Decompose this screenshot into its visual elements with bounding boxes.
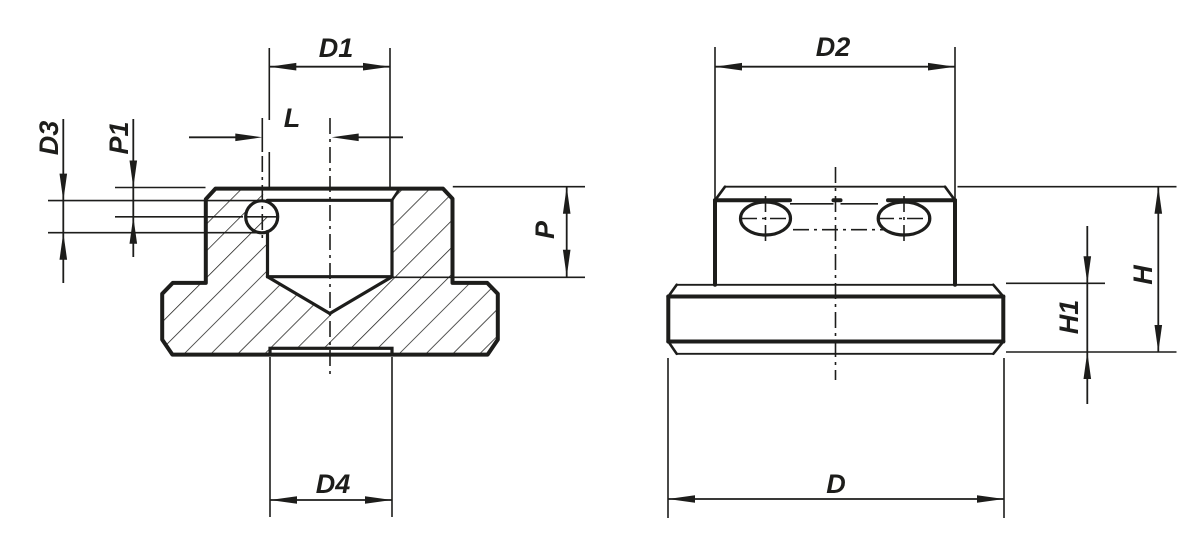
dim-label-d3: D3	[34, 121, 64, 156]
side-dimensions: D2 H H1 D	[668, 32, 1163, 503]
thread-bore-cutout	[259, 188, 400, 314]
section-body-outline	[160, 186, 500, 357]
thread-chamfer-right	[390, 187, 401, 202]
cross-hole-section	[244, 199, 280, 235]
dim-label-l: L	[284, 103, 301, 133]
dim-label-h1: H1	[1054, 300, 1084, 335]
bottom-recess-cutout	[270, 348, 392, 355]
dim-label-d1: D1	[319, 33, 354, 63]
side-view: D2 H H1 D	[666, 32, 1177, 518]
countersink-left	[265, 275, 332, 316]
dim-label-d: D	[826, 469, 846, 499]
dim-label-p: P	[530, 220, 560, 239]
bottom-recess	[268, 346, 394, 357]
dim-label-h: H	[1128, 265, 1158, 285]
section-outline	[160, 186, 500, 357]
dim-label-p1: P1	[104, 121, 134, 154]
section-view: D1 L D3 P1 P D4	[34, 33, 585, 517]
side-extension-lines	[667, 47, 1177, 518]
dim-label-d4: D4	[316, 469, 351, 499]
section-extension-lines	[48, 48, 585, 517]
countersink-right	[328, 275, 394, 316]
side-outline	[666, 185, 1006, 356]
dim-label-d2: D2	[816, 32, 851, 62]
section-dimensions: D1 L D3 P1 P D4	[34, 33, 571, 504]
